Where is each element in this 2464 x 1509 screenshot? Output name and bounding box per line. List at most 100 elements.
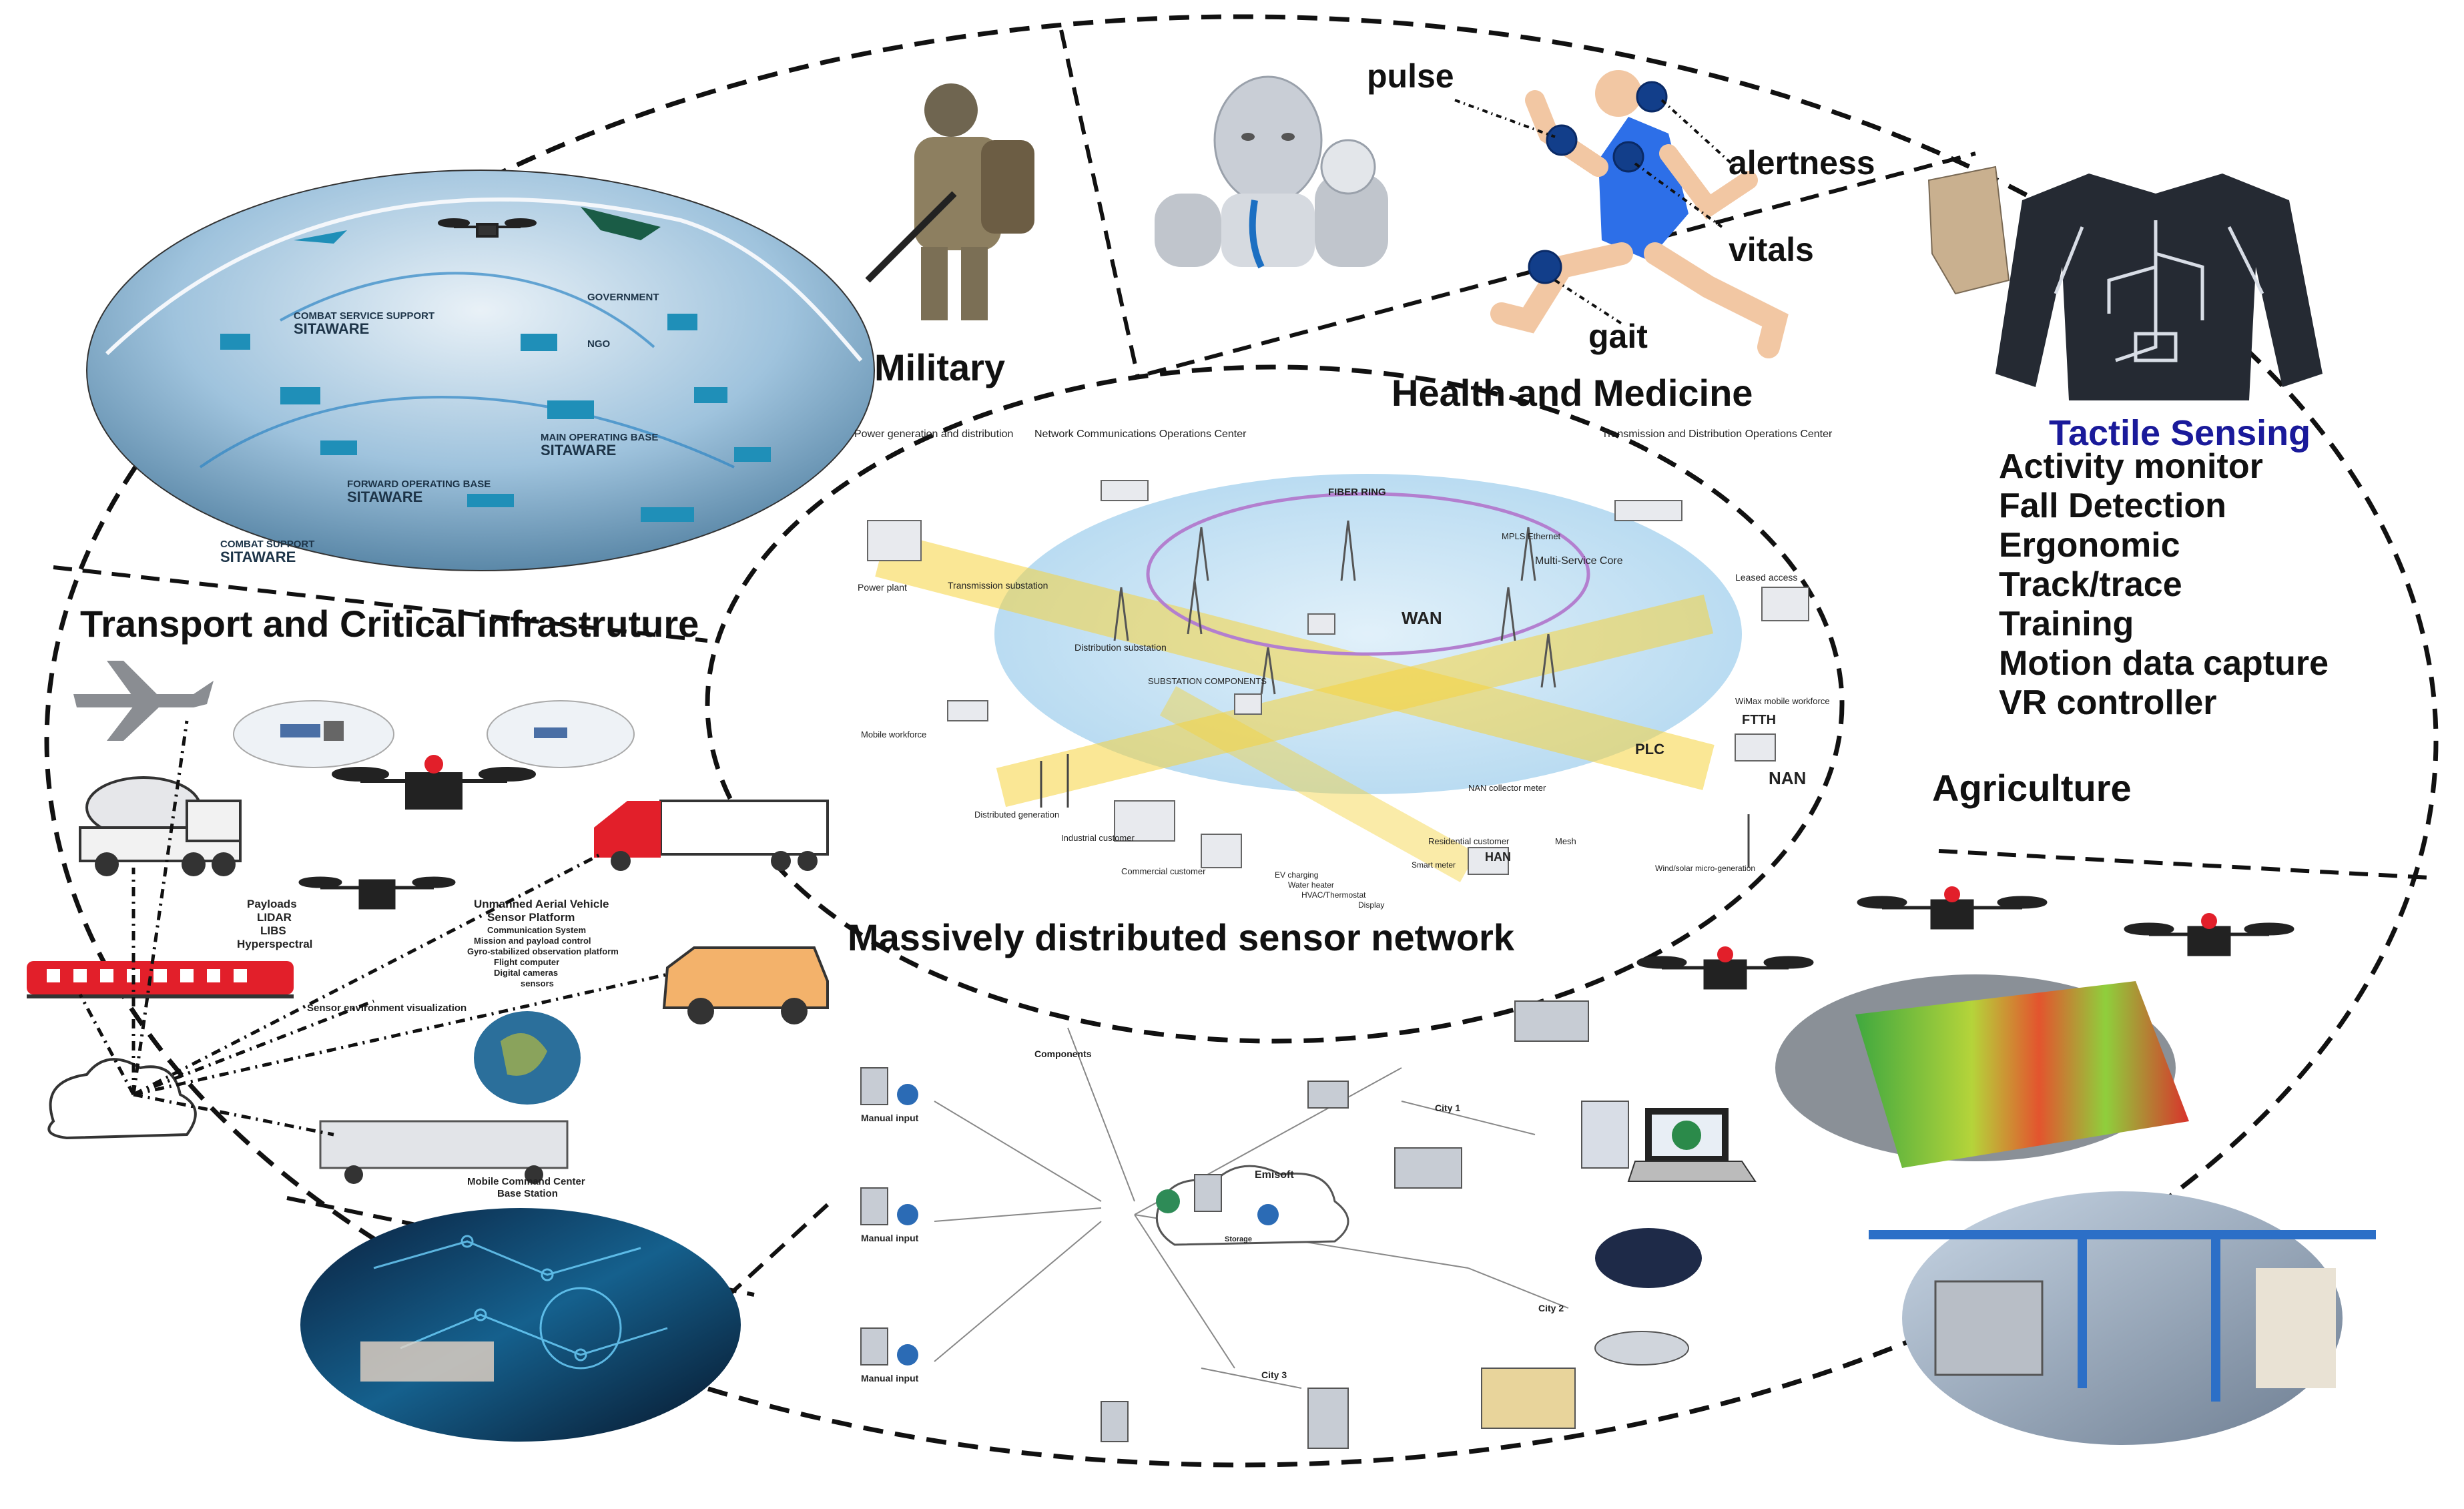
manual-input-label: Manual input xyxy=(861,1233,919,1243)
grid-label: Mesh xyxy=(1555,836,1576,846)
label-vitals: vitals xyxy=(1729,231,1814,268)
military-map: COMBAT SERVICE SUPPORT SITAWARE GOVERNME… xyxy=(86,170,875,571)
city-label: City 2 xyxy=(1538,1303,1564,1313)
uav-payload: LIBS xyxy=(260,924,286,937)
manual-input-label: Manual input xyxy=(861,1373,919,1384)
agriculture-field-image xyxy=(1636,886,2294,1168)
uav-payloads-title: Payloads xyxy=(247,898,297,910)
tactile-item: Fall Detection xyxy=(1999,487,2226,525)
storage-label: Storage xyxy=(1225,1235,1252,1243)
airplane-icon xyxy=(73,661,214,741)
mil-label-4: NGO xyxy=(587,338,611,350)
satellite-icon xyxy=(487,700,635,768)
label-gait: gait xyxy=(1588,318,1648,355)
tactile-sensing-title: Tactile Sensing xyxy=(2049,413,2311,453)
grid-label: EV charging xyxy=(1275,870,1318,880)
grid-label: Smart meter xyxy=(1412,860,1456,870)
satellite-icon xyxy=(233,700,394,768)
uav-platform: Communication System xyxy=(487,925,586,935)
city-label: City 1 xyxy=(1435,1103,1460,1113)
tactile-item: VR controller xyxy=(1999,683,2217,722)
grid-label: FTTH xyxy=(1742,713,1776,727)
grid-label: NAN xyxy=(1769,768,1806,788)
section-title-sensor-network: Massively distributed sensor network xyxy=(848,916,1514,958)
grid-label: HVAC/Thermostat xyxy=(1301,890,1366,900)
grid-label: WiMax mobile workforce xyxy=(1735,696,1830,706)
grid-label: Multi-Service Core xyxy=(1535,555,1623,567)
command-center-label: Base Station xyxy=(497,1188,558,1199)
sensor-network-diagram: Components Manual input Manual input Man… xyxy=(860,1000,1702,1449)
van-icon xyxy=(662,946,829,1024)
grid-diagram: Power generation and distribution Networ… xyxy=(854,428,1833,910)
grid-label: Power plant xyxy=(858,582,907,593)
grid-label-wan: WAN xyxy=(1402,608,1442,628)
tactile-item: Motion data capture xyxy=(1999,644,2329,683)
section-title-military: Military xyxy=(874,346,1006,388)
section-title-transport: Transport and Critical infrastruture xyxy=(80,603,699,645)
grid-label: Residential customer xyxy=(1428,836,1510,846)
uav-platform: Flight computer xyxy=(494,957,559,967)
components-label: Components xyxy=(1034,1048,1092,1059)
cement-truck-icon xyxy=(79,776,242,876)
mil-label-8: SITAWARE xyxy=(347,489,422,505)
grid-label: Power generation and distribution xyxy=(854,428,1013,440)
grid-label: Network Communications Operations Center xyxy=(1034,428,1247,440)
mil-label-5: MAIN OPERATING BASE xyxy=(541,432,658,443)
tactile-suit-image xyxy=(1927,166,2323,400)
grid-label: Leased access xyxy=(1735,572,1797,583)
robot-image xyxy=(1155,75,1388,269)
outer-dashed-ellipse xyxy=(44,14,2439,1468)
earth-globe-icon xyxy=(474,1011,581,1105)
grid-label: MPLS Ethernet xyxy=(1502,531,1561,541)
runner-figure xyxy=(1454,70,1789,358)
label-pulse: pulse xyxy=(1367,57,1454,95)
section-title-health: Health and Medicine xyxy=(1392,372,1753,414)
mil-label-10: SITAWARE xyxy=(220,549,296,565)
manual-input-label: Manual input xyxy=(861,1113,919,1123)
mil-label-1: COMBAT SERVICE SUPPORT xyxy=(294,310,434,322)
drone-icon xyxy=(438,218,537,238)
inner-dashed-ellipse xyxy=(705,364,1845,1044)
emisoft-label: Emisoft xyxy=(1255,1169,1294,1181)
transport-links xyxy=(78,720,668,1137)
label-alertness: alertness xyxy=(1729,144,1875,182)
uav-platform: Unmanned Aerial Vehicle xyxy=(474,898,609,910)
semi-truck-icon xyxy=(594,800,829,871)
dairy-robot-image xyxy=(1869,1191,2376,1445)
grid-label: Mobile workforce xyxy=(861,729,926,739)
command-center-label: Mobile Command Center xyxy=(467,1176,585,1187)
uav-payload: Hyperspectral xyxy=(237,938,312,950)
grid-label: HAN xyxy=(1485,850,1511,864)
grid-label: Industrial customer xyxy=(1061,833,1135,843)
grid-label: Display xyxy=(1358,900,1384,910)
grid-label: Transmission substation xyxy=(948,580,1048,591)
uav-platform: Digital cameras xyxy=(494,968,558,978)
uav-drone-icon xyxy=(332,755,536,810)
mil-label-9: COMBAT SUPPORT xyxy=(220,539,314,550)
command-center-icon xyxy=(319,1120,569,1184)
grid-label: Distributed generation xyxy=(974,810,1059,820)
uav-payload: LIDAR xyxy=(257,911,292,924)
tactile-item: Training xyxy=(1999,605,2134,643)
soldier-image xyxy=(865,83,1034,320)
mil-label-6: SITAWARE xyxy=(541,442,616,459)
tactile-item: Ergonomic xyxy=(1999,526,2180,565)
connected-car-image xyxy=(300,1208,741,1442)
tactile-item: Track/trace xyxy=(1999,565,2182,604)
mil-label-3: GOVERNMENT xyxy=(587,292,659,303)
tactile-sensing-list: Activity monitor Fall Detection Ergonomi… xyxy=(1999,447,2329,723)
uav-platform: sensors xyxy=(521,978,554,988)
tactile-item: Activity monitor xyxy=(1999,447,2263,486)
grid-label: Commercial customer xyxy=(1121,866,1206,876)
train-icon xyxy=(27,961,294,998)
section-title-agriculture: Agriculture xyxy=(1932,767,2132,809)
uav-viz-label: Sensor environment visualization xyxy=(307,1002,467,1014)
laptop-icon xyxy=(1627,1108,1757,1182)
uav-platform: Gyro-stabilized observation platform xyxy=(467,946,619,956)
mil-label-7: FORWARD OPERATING BASE xyxy=(347,479,491,490)
grid-label: Transmission and Distribution Operations… xyxy=(1602,428,1833,440)
city-label: City 3 xyxy=(1261,1370,1287,1380)
grid-label: PLC xyxy=(1635,741,1664,758)
grid-label: NAN collector meter xyxy=(1468,783,1546,793)
grid-label: Wind/solar micro-generation xyxy=(1655,864,1755,873)
